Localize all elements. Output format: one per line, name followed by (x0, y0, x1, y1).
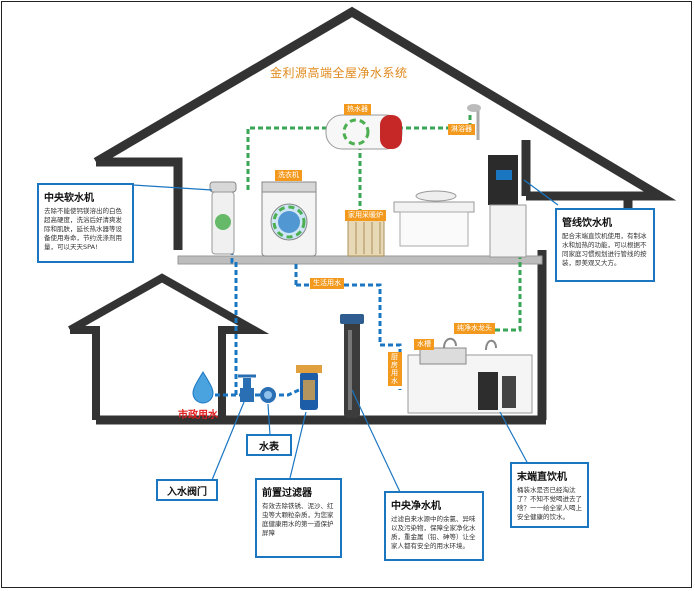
callout-title: 末端直饮机 (517, 472, 567, 483)
leader-central (351, 389, 401, 493)
pipe-to-radiator (350, 145, 362, 217)
leader-meter (267, 403, 271, 436)
callout-title: 前置过滤器 (262, 488, 312, 499)
leader-valve (211, 401, 245, 481)
radiator-icon (347, 219, 385, 257)
diagram-title: 金利源高端全屋净水系统 (270, 66, 408, 80)
tag-water-heater: 热水器 (344, 104, 371, 115)
label-municipal-water: 市政用水 (178, 410, 218, 421)
callout-central-softener: 中央软水机 去除不能使钙镁溶出的白色超高硬度，洗浴后好清爽发际和肌肤，延长热水器… (37, 183, 134, 263)
leader-prefilter (289, 411, 307, 479)
inlet-valve-icon (238, 374, 256, 402)
pipe-purifier-up (455, 255, 522, 332)
leader-softener (132, 184, 213, 191)
pipe-domestic (296, 283, 382, 345)
tag-water-tank: 水槽 (414, 339, 434, 350)
house-eave-left (96, 157, 183, 250)
shower-icon (467, 104, 481, 140)
central-purifier-icon (340, 314, 364, 418)
water-softener-icon (209, 181, 237, 255)
annex-left-wall (70, 326, 100, 420)
pipeline-drinking-machine-icon (488, 155, 527, 258)
tag-kitchen-water: 厨房用水 (388, 352, 402, 386)
washing-machine-icon (261, 181, 317, 257)
callout-title: 管线饮水机 (562, 218, 612, 229)
tag-radiator: 家用采暖炉 (345, 210, 386, 221)
callout-title: 中央净水机 (391, 501, 441, 512)
leader-pipeline (523, 179, 559, 206)
callout-pipeline-drinker: 管线饮水机 配合末端直饮机使用，有制冰水和加热的功能，可以根据不同家庭习惯规划进… (555, 208, 655, 282)
callout-title: 中央软水机 (44, 193, 94, 204)
callout-body: 配合末端直饮机使用，有制冰水和加热的功能，可以根据不同家庭习惯规划进行管线的按装… (562, 232, 647, 267)
kitchen-counter-icon (407, 337, 533, 414)
water-meter-icon (260, 387, 276, 403)
callout-water-meter: 水表 (246, 434, 292, 456)
tag-domestic-water: 生活用水 (310, 278, 344, 289)
water-heater-icon (325, 114, 403, 150)
annex-house-outline (68, 273, 270, 420)
callout-body: 去除不能使钙镁溶出的白色超高硬度，洗浴后好清爽发际和肌肤，延长热水器等设备使用寿… (44, 207, 122, 251)
leader-terminal (499, 411, 529, 465)
callout-inlet-valve: 入水阀门 (156, 479, 218, 501)
pipe-softener-up (246, 126, 330, 190)
water-drop-icon (192, 371, 214, 404)
tag-washing-machine: 洗衣机 (275, 170, 302, 181)
tag-shower: 淋浴器 (448, 124, 475, 135)
tag-purified-faucet: 纯净水龙头 (454, 323, 495, 334)
callout-body: 有效去除铁锈、泥沙、红虫等大颗粒杂质，为您家庭健康用水的第一道保护屏障 (262, 502, 334, 537)
callout-terminal-drinker: 末端直饮机 桶装水是否已经淘汰了？不知不觉喝进去了啥？一一给全家人喝上安全健康的… (510, 462, 589, 528)
callout-body: 过滤自来水源中的余氯、异味以及污染物，保障全家净化水质，重金属（铅、砷等）让全家… (391, 515, 476, 550)
callout-prefilter: 前置过滤器 有效去除铁锈、泥沙、红虫等大颗粒杂质，为您家庭健康用水的第一道保护屏… (255, 478, 342, 558)
prefilter-icon (296, 365, 322, 410)
callout-body: 桶装水是否已经淘汰了？不知不觉喝进去了啥？一一给全家人喝上安全健康的饮水。 (517, 486, 582, 521)
callout-central-purifier: 中央净水机 过滤自来水源中的余氯、异味以及污染物，保障全家净化水质，重金属（铅、… (384, 491, 484, 561)
bath-cabinet-icon (393, 190, 475, 247)
